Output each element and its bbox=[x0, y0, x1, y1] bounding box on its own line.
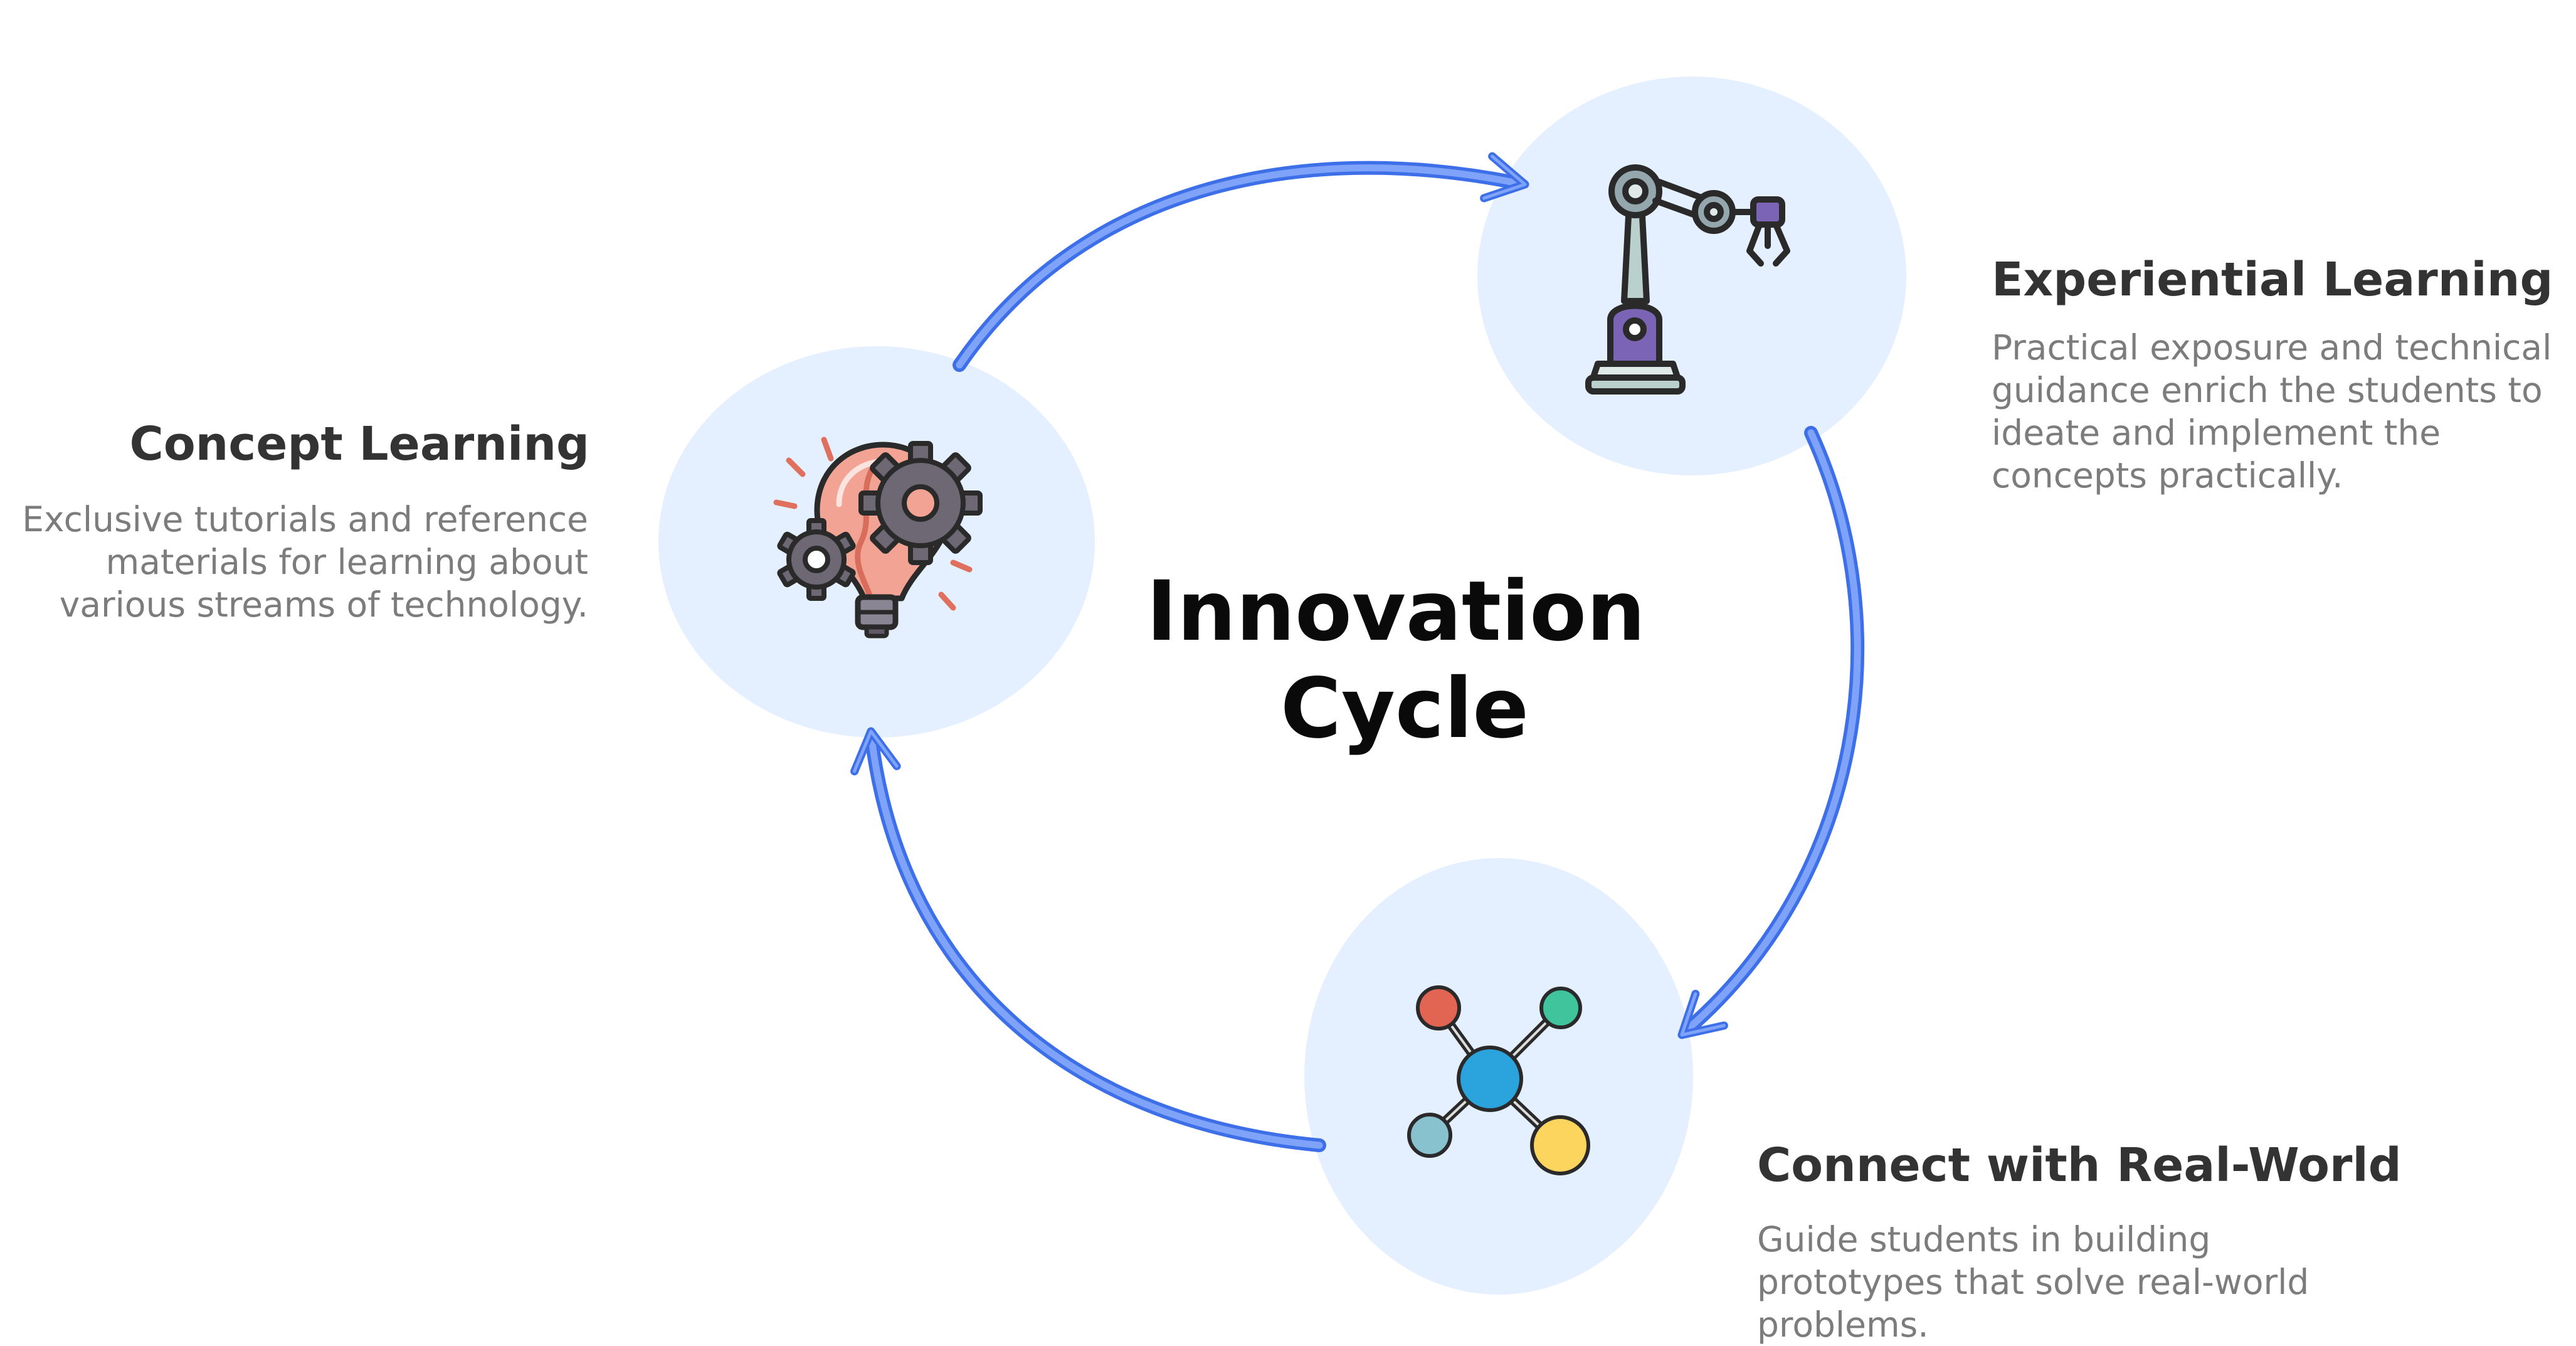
cycle-title-line2: Cycle bbox=[1280, 660, 1529, 757]
realworld-description: Guide students in building prototypes th… bbox=[1757, 1218, 2309, 1346]
cycle-title-line1: Innovation bbox=[1146, 563, 1645, 660]
experiential-circle bbox=[1477, 77, 1906, 475]
robotic-arm-icon bbox=[1585, 164, 1790, 395]
realworld-description-line: Guide students in building bbox=[1757, 1219, 2211, 1259]
concept-description: Exclusive tutorials and reference materi… bbox=[22, 498, 588, 626]
network-nodes-icon bbox=[1407, 985, 1590, 1175]
experiential-description-line: ideate and implement the bbox=[1992, 413, 2441, 453]
arrow-concept-to-experiential bbox=[953, 156, 1529, 372]
experiential-description-line: guidance enrich the students to bbox=[1992, 370, 2543, 410]
arrow-realworld-to-concept bbox=[850, 729, 1326, 1152]
concept-heading: Concept Learning bbox=[129, 417, 589, 471]
concept-description-line: Exclusive tutorials and reference bbox=[22, 499, 588, 539]
arrow-experiential-to-realworld bbox=[1667, 426, 1865, 1051]
realworld-description-line: problems. bbox=[1757, 1305, 1929, 1345]
experiential-description: Practical exposure and technical guidanc… bbox=[1992, 326, 2552, 497]
lightbulb-gears-icon bbox=[773, 437, 983, 639]
realworld-description-line: prototypes that solve real-world bbox=[1757, 1262, 2309, 1302]
realworld-heading: Connect with Real-World bbox=[1757, 1138, 2402, 1192]
experiential-description-line: Practical exposure and technical bbox=[1992, 327, 2552, 368]
concept-description-line: materials for learning about bbox=[105, 542, 588, 582]
experiential-description-line: concepts practically. bbox=[1992, 455, 2343, 495]
experiential-heading: Experiential Learning bbox=[1992, 253, 2553, 307]
concept-description-line: various streams of technology. bbox=[59, 585, 588, 625]
